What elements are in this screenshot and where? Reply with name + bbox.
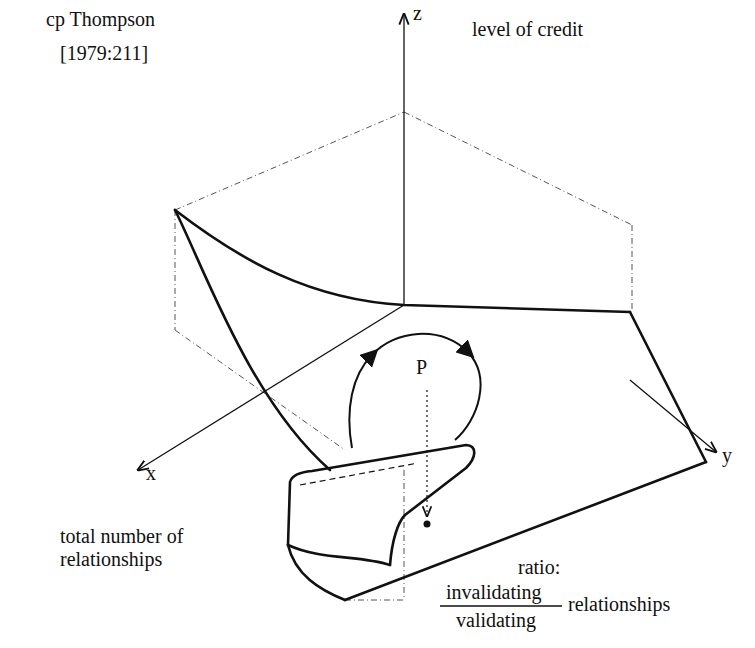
jump-line [426, 390, 427, 516]
axis-letter: y [722, 444, 732, 467]
axis-title: total number of relationships [60, 525, 210, 571]
trajectory [349, 334, 480, 448]
citation-author: cp Thompson [46, 8, 155, 31]
axis-letter: x [146, 462, 156, 485]
fraction-numerator: invalidating [446, 581, 542, 604]
point-label: P [416, 356, 427, 379]
fraction-bar [440, 605, 562, 607]
axis-title: ratio: [518, 556, 560, 579]
axis-letter: z [413, 2, 422, 25]
end-point [424, 521, 431, 528]
axis-title: relationships [568, 593, 670, 616]
surface-edges [175, 210, 706, 600]
fraction-denominator: validating [456, 609, 536, 632]
citation-year: [1979:211] [60, 42, 148, 65]
axis-title: level of credit [472, 18, 583, 41]
hidden-fold-line [300, 463, 418, 485]
